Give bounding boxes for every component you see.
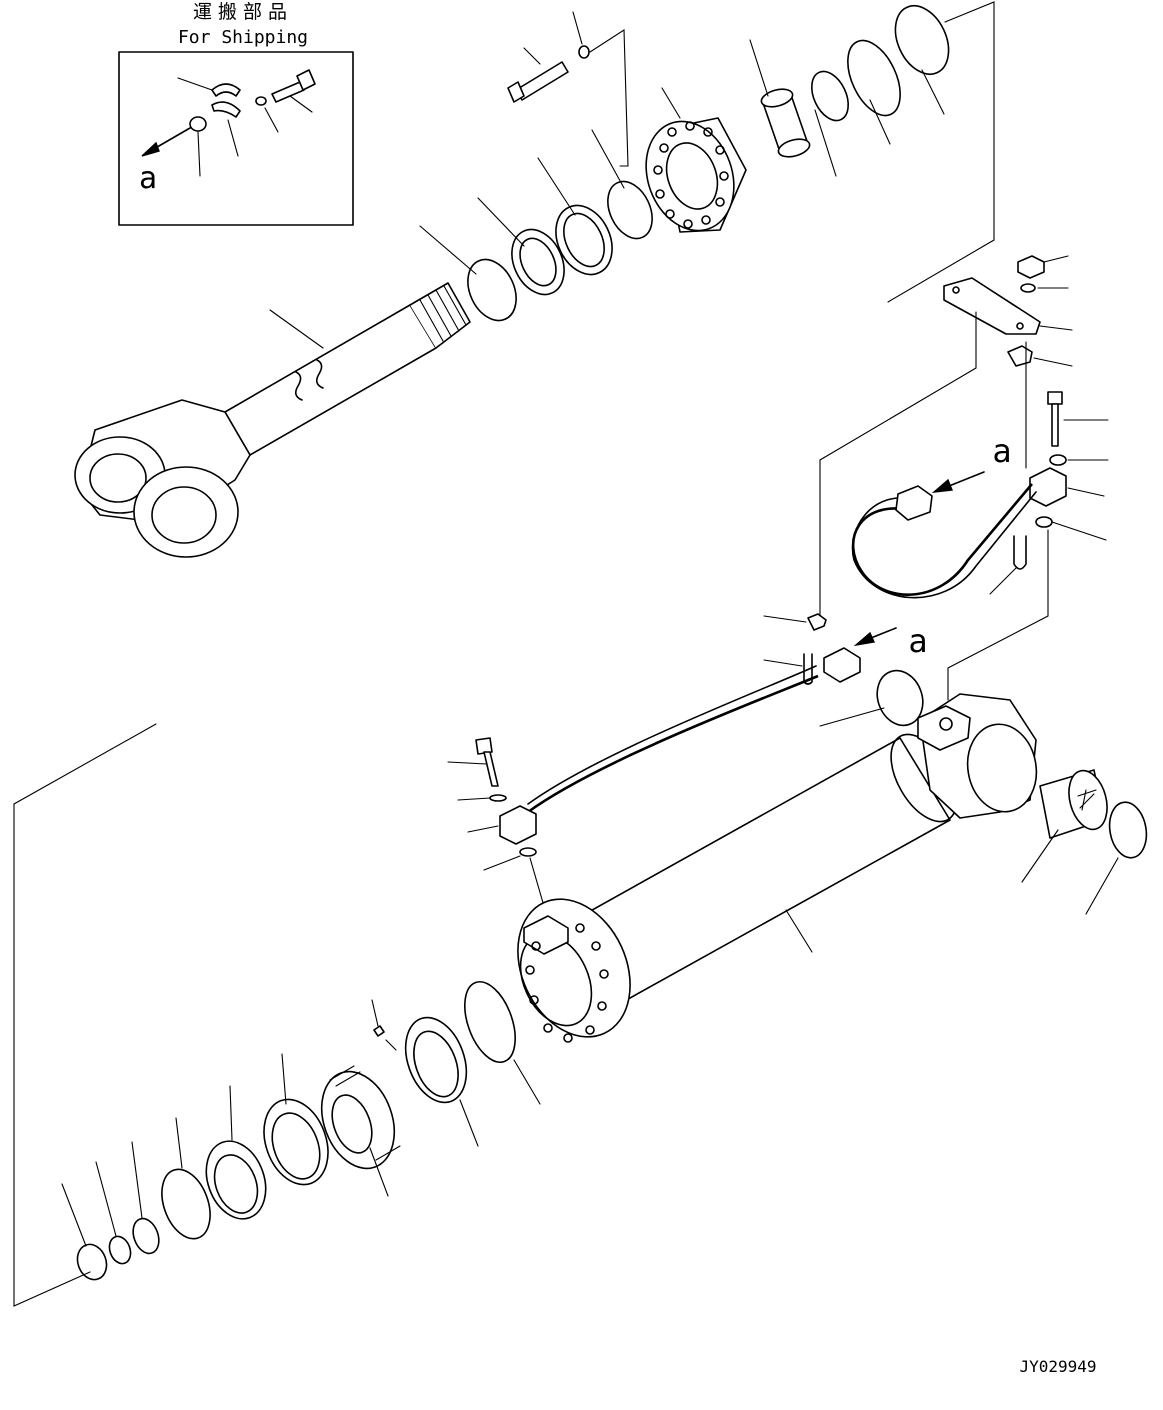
shipping-ref-letter: a — [139, 161, 157, 196]
washer-nut — [1020, 283, 1036, 293]
plate-bracket — [943, 277, 1041, 335]
piston — [320, 1065, 401, 1170]
arrow-head — [141, 141, 160, 157]
shipping-title-en: For Shipping — [178, 27, 308, 48]
cylinder-tube — [517, 693, 1148, 1043]
shipping-box-frame — [118, 51, 354, 226]
pipe-flange-end — [823, 647, 861, 683]
upper-right-rings — [749, 1, 995, 303]
small-seal-2 — [108, 1235, 132, 1265]
bottom-pin-boss — [966, 723, 1038, 813]
wear-ring — [263, 1098, 329, 1186]
piston-assembly — [13, 723, 541, 1307]
rod-shaft — [224, 304, 437, 456]
head-bolt — [507, 11, 629, 167]
small-washer — [255, 96, 267, 106]
flange-block — [1029, 467, 1067, 507]
shipping-title-jp: 運搬部品 — [193, 1, 293, 23]
bushing-ring — [511, 228, 565, 296]
piston-ring — [205, 1140, 267, 1220]
seal-ring-1 — [555, 204, 613, 276]
tube-bolt — [1047, 391, 1109, 447]
snap-ring — [467, 258, 517, 322]
small-seal — [132, 1217, 160, 1255]
bottom-dust-seal — [1108, 801, 1148, 859]
pipe-clip — [807, 613, 827, 631]
tube-bracket-group: a — [819, 255, 1109, 701]
backup-ring — [894, 5, 950, 75]
pipe-flange-block — [499, 805, 537, 845]
clamp-half-top — [211, 83, 241, 97]
ref-a-pipe: a — [908, 622, 927, 660]
hairpin-tube — [851, 483, 1033, 596]
o-ring-1 — [607, 180, 653, 240]
shipping-parts-box: 運搬部品 For Shipping a — [118, 1, 354, 226]
front-port — [523, 915, 569, 955]
o-ring-small — [1035, 516, 1053, 528]
u-bolt — [1013, 535, 1027, 570]
pipe-bolt — [475, 737, 499, 787]
flange-seal — [876, 669, 924, 727]
small-bolt — [271, 69, 316, 103]
upper-seals — [419, 129, 653, 322]
small-ring — [189, 116, 207, 132]
tube-flange — [895, 485, 933, 521]
piston-o-ring — [464, 981, 516, 1063]
clamp-half-bottom — [211, 101, 241, 118]
bottom-bushing — [1039, 769, 1108, 839]
piston-collar — [404, 1016, 468, 1104]
piston-rod — [74, 282, 471, 558]
bushing-2 — [760, 88, 811, 158]
drawing-code: JY029949 — [1019, 1357, 1096, 1376]
bottom-port — [917, 705, 971, 751]
o-ring-2 — [847, 39, 901, 117]
clip — [1007, 345, 1033, 367]
snap-ring-2 — [811, 70, 849, 122]
ref-a-tube: a — [992, 432, 1011, 470]
set-screw — [373, 1025, 385, 1037]
tube-washer — [1049, 454, 1067, 466]
head-washer — [578, 45, 590, 59]
backup-ring-2 — [161, 1168, 211, 1240]
cylinder-head — [645, 87, 747, 233]
nut — [1017, 255, 1045, 279]
arrow-shaft — [151, 127, 191, 151]
pipe-o-ring — [519, 847, 537, 857]
